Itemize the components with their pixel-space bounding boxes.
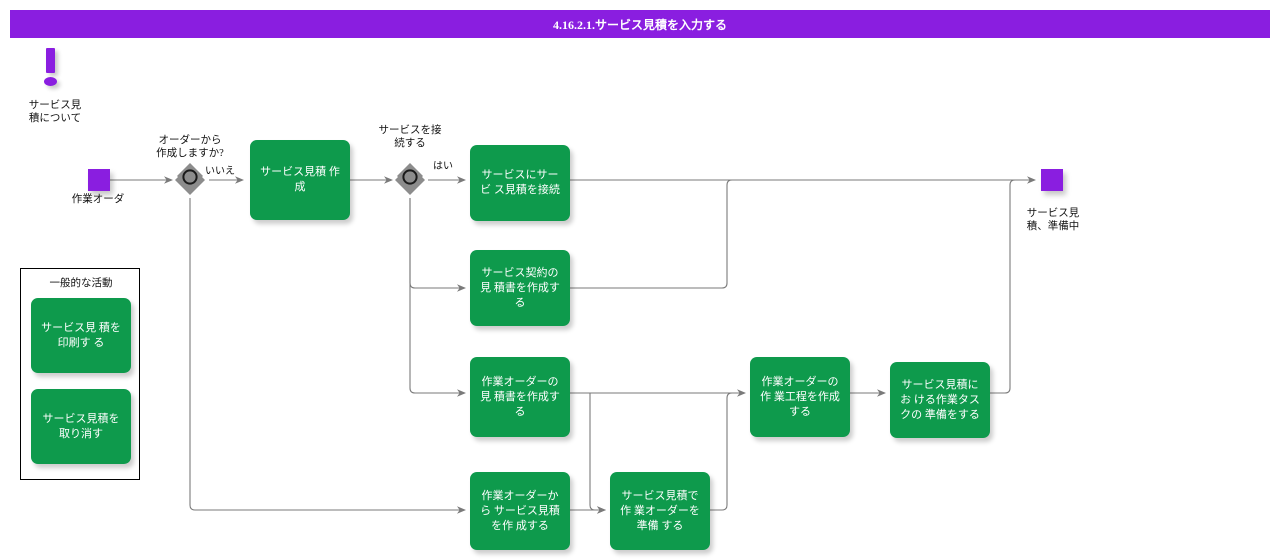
- exclamation-dot: [44, 77, 57, 86]
- start-node-label: 作業オーダ: [71, 194, 125, 205]
- process-prepare-work-order-from-quote[interactable]: サービス見積で作 業オーダーを準備 する: [610, 472, 710, 550]
- edge-label-yes: はい: [433, 161, 453, 172]
- decision-node-connect-service[interactable]: [393, 163, 427, 197]
- end-node-label: サービス見 積、準備中: [1026, 208, 1080, 232]
- process-create-service-quote[interactable]: サービス見積 作成: [250, 140, 350, 220]
- page-title-bar: 4.16.2.1.サービス見積を入力する: [10, 10, 1270, 38]
- decision1-label: オーダーから 作成しますか?: [156, 135, 224, 159]
- page-title: 4.16.2.1.サービス見積を入力する: [552, 17, 727, 32]
- process-create-work-order-operations[interactable]: 作業オーダーの作 業工程を作成する: [750, 357, 850, 437]
- start-node[interactable]: [88, 169, 110, 191]
- process-create-work-order-quote[interactable]: 作業オーダーの見 積書を作成する: [470, 357, 570, 437]
- process-cancel-service-quote[interactable]: サービス見積を 取り消す: [31, 389, 131, 464]
- wire-decision2-to-wo-quote: [409, 198, 466, 397]
- edge-label-no: いいえ: [205, 166, 235, 177]
- process-create-work-order-quote-label: 作業オーダーの見 積書を作成する: [480, 375, 560, 418]
- decision-diamond-icon: [395, 163, 425, 195]
- process-create-contract-quote[interactable]: サービス契約の見 積書を作成する: [470, 250, 570, 326]
- process-prepare-quote-tasks[interactable]: サービス見積にお ける作業タスクの 準備をする: [890, 362, 990, 438]
- wire-decision2-to-contract-quote: [409, 198, 466, 292]
- process-print-service-quote[interactable]: サービス見 積を印刷す る: [31, 298, 131, 373]
- end-node[interactable]: [1041, 169, 1063, 191]
- process-print-service-quote-label: サービス見 積を印刷す る: [41, 321, 121, 349]
- decision-diamond-icon: [175, 163, 205, 195]
- process-create-quote-from-work-order-label: 作業オーダーから サービス見積を作 成する: [480, 489, 560, 532]
- process-create-work-order-operations-label: 作業オーダーの作 業工程を作成する: [760, 375, 840, 418]
- process-attach-quote-to-service-label: サービスにサービ ス見積を接続: [480, 169, 560, 196]
- process-cancel-service-quote-label: サービス見積を 取り消す: [42, 412, 120, 440]
- exclamation-label: サービス見 積について: [28, 100, 82, 124]
- process-attach-quote-to-service[interactable]: サービスにサービ ス見積を接続: [470, 145, 570, 221]
- decision-node-create-from-order[interactable]: [173, 163, 207, 197]
- common-activities-title: 一般的な活動: [49, 278, 113, 289]
- wire-prepare-wo-to-operations: [710, 392, 733, 511]
- wire-wo-quote-to-prepare-wo: [589, 393, 606, 514]
- common-activities-panel: 一般的な活動 サービス見 積を印刷す る サービス見積を 取り消す: [20, 268, 140, 480]
- process-prepare-quote-tasks-label: サービス見積にお ける作業タスクの 準備をする: [900, 378, 980, 421]
- process-prepare-work-order-from-quote-label: サービス見積で作 業オーダーを準備 する: [620, 489, 700, 532]
- process-create-contract-quote-label: サービス契約の見 積書を作成する: [480, 266, 560, 309]
- wire-contract-quote-to-top: [570, 179, 733, 289]
- process-create-quote-from-work-order[interactable]: 作業オーダーから サービス見積を作 成する: [470, 472, 570, 550]
- decision2-label: サービスを接 続する: [378, 125, 442, 149]
- exclamation-bar: [46, 48, 55, 73]
- wire-decision1-yes-down: [189, 198, 466, 514]
- process-create-service-quote-label: サービス見積 作成: [260, 166, 340, 193]
- exclamation-icon: [40, 48, 66, 90]
